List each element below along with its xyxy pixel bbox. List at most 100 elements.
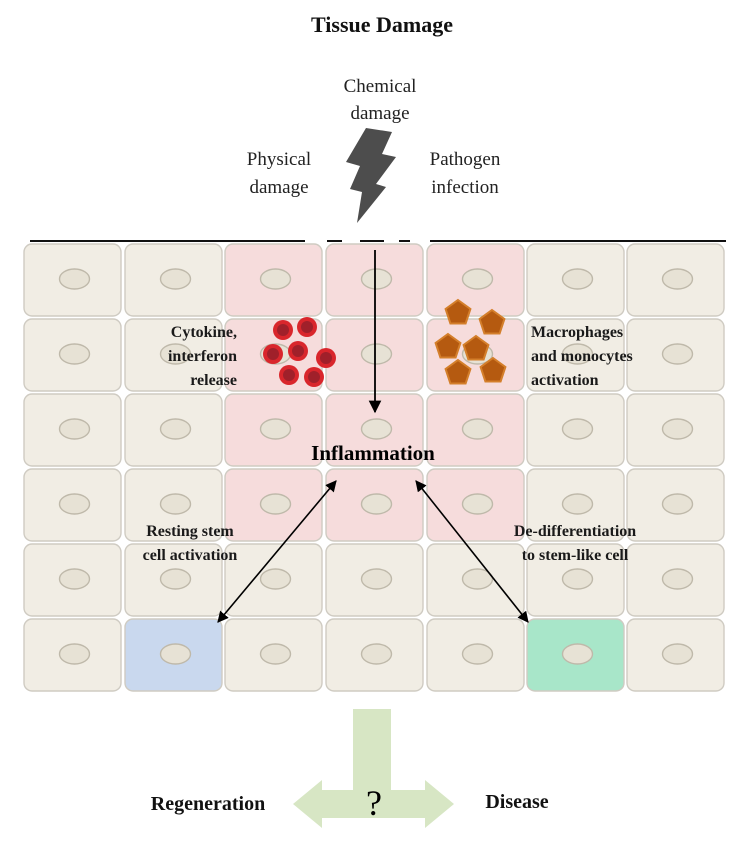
cell-nucleus xyxy=(360,343,393,365)
tissue-cell xyxy=(124,618,223,692)
cell-nucleus xyxy=(461,268,494,290)
tissue-cell xyxy=(626,393,725,467)
cell-nucleus xyxy=(461,493,494,515)
tissue-cell xyxy=(224,618,323,692)
tissue-cell xyxy=(224,468,323,542)
cell-nucleus xyxy=(661,343,694,365)
tissue-cell xyxy=(23,318,122,392)
cell-nucleus xyxy=(58,418,91,440)
tissue-cell xyxy=(626,468,725,542)
macrophage-cell xyxy=(434,332,462,359)
macrophage-cell xyxy=(444,358,472,385)
tissue-cell xyxy=(325,393,424,467)
cytokine-particle xyxy=(288,341,308,361)
tissue-cell xyxy=(626,618,725,692)
cell-nucleus xyxy=(259,493,292,515)
inflammation-to-dedifferentiation-arrow xyxy=(415,480,529,623)
physical-damage-label: Physical damage xyxy=(247,149,311,198)
diagram-title: Tissue Damage xyxy=(311,12,453,37)
cell-nucleus xyxy=(661,568,694,590)
tissue-cell xyxy=(526,243,625,317)
cell-nucleus xyxy=(58,268,91,290)
cell-nucleus xyxy=(461,643,494,665)
macrophage-cell xyxy=(478,308,506,335)
macrophages-line-1: Macrophages xyxy=(531,324,623,341)
inflammation-label: Inflammation xyxy=(311,441,435,465)
cell-nucleus xyxy=(159,568,192,590)
resting-stem-label: Resting stem cell activation xyxy=(143,523,238,564)
cell-nucleus xyxy=(360,493,393,515)
dedifferentiation-line-1: De-differentiation xyxy=(514,523,636,540)
cytokine-label: Cytokine, interferon release xyxy=(168,324,237,389)
cell-nucleus xyxy=(159,343,192,365)
tissue-cell xyxy=(23,243,122,317)
tissue-cell xyxy=(426,243,525,317)
tissue-cell xyxy=(224,393,323,467)
macrophage-cell xyxy=(462,334,490,361)
cell-nucleus xyxy=(461,418,494,440)
cell-nucleus xyxy=(58,343,91,365)
cell-nucleus xyxy=(561,493,594,515)
cytokine-particle xyxy=(297,317,317,337)
tissue-cell xyxy=(124,393,223,467)
outcome-branch-arrow xyxy=(293,709,454,828)
cytokine-particle xyxy=(304,367,324,387)
macrophages-label: Macrophages and monocytes activation xyxy=(531,324,633,389)
cell-nucleus xyxy=(58,568,91,590)
pathogen-line-2: infection xyxy=(431,177,499,198)
tissue-cell xyxy=(124,243,223,317)
macrophages-line-3: activation xyxy=(531,372,599,389)
inflammation-to-resting-stem-arrow xyxy=(217,480,337,623)
pathogen-infection-label: Pathogen infection xyxy=(430,149,501,198)
cell-nucleus xyxy=(259,568,292,590)
cell-grid xyxy=(23,243,725,692)
cell-nucleus xyxy=(561,568,594,590)
physical-line-2: damage xyxy=(249,177,308,198)
tissue-cell xyxy=(526,318,625,392)
tissue-cell xyxy=(526,618,625,692)
tissue-cell xyxy=(626,543,725,617)
dedifferentiation-label: De-differentiation to stem-like cell xyxy=(514,523,636,564)
cytokine-particle xyxy=(316,348,336,368)
macrophage-cell xyxy=(479,356,507,383)
tissue-cell xyxy=(23,618,122,692)
cell-nucleus xyxy=(561,643,594,665)
chemical-line-1: Chemical xyxy=(344,76,417,97)
cell-nucleus xyxy=(661,268,694,290)
tissue-cell xyxy=(426,468,525,542)
cell-nucleus xyxy=(360,268,393,290)
macrophages-line-2: and monocytes xyxy=(531,348,633,365)
tissue-cell xyxy=(325,618,424,692)
cell-nucleus xyxy=(159,493,192,515)
cell-nucleus xyxy=(159,268,192,290)
tissue-cell xyxy=(325,468,424,542)
cell-nucleus xyxy=(58,493,91,515)
pathogen-line-1: Pathogen xyxy=(430,149,501,170)
tissue-cell xyxy=(426,393,525,467)
cytokine-line-1: Cytokine, xyxy=(171,324,237,341)
cell-nucleus xyxy=(360,568,393,590)
cell-nucleus xyxy=(561,418,594,440)
dedifferentiation-line-2: to stem-like cell xyxy=(522,547,629,564)
cell-nucleus xyxy=(661,643,694,665)
tissue-cell xyxy=(124,468,223,542)
tissue-cell xyxy=(526,393,625,467)
cell-nucleus xyxy=(360,643,393,665)
cell-nucleus xyxy=(561,268,594,290)
cell-nucleus xyxy=(259,418,292,440)
cell-nucleus xyxy=(58,643,91,665)
cell-nucleus xyxy=(561,343,594,365)
physical-line-1: Physical xyxy=(247,149,311,170)
tissue-cell xyxy=(526,543,625,617)
lightning-bolt-icon xyxy=(346,128,396,223)
cytokine-particle xyxy=(279,365,299,385)
tissue-cell xyxy=(23,468,122,542)
cell-nucleus xyxy=(159,643,192,665)
tissue-cell xyxy=(626,243,725,317)
tissue-cell xyxy=(124,318,223,392)
cytokine-particles xyxy=(263,317,336,387)
regeneration-label: Regeneration xyxy=(151,793,265,815)
disease-label: Disease xyxy=(485,791,548,813)
